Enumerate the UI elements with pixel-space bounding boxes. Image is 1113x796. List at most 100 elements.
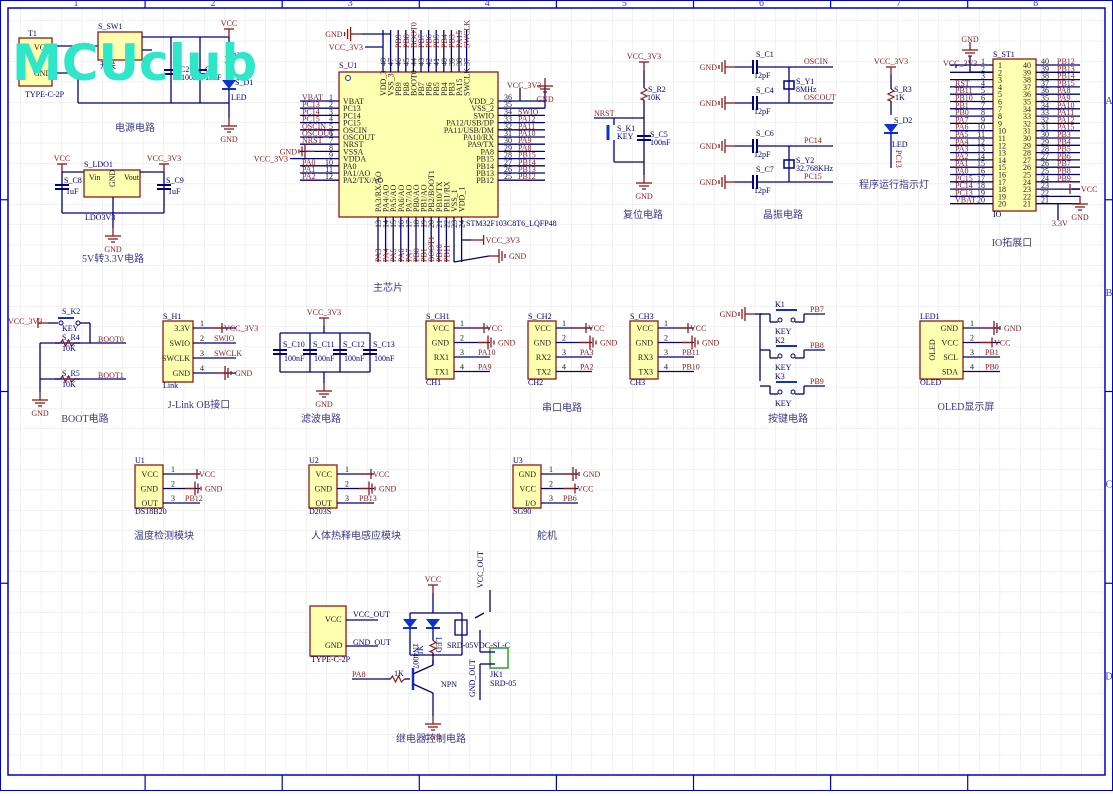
pin-number: 31 [504, 129, 512, 138]
net-label: PA7 [955, 115, 969, 124]
net-label: VBAT [302, 93, 323, 102]
pin-name: RX2 [536, 353, 551, 362]
pin-name: OSCOUT [343, 133, 375, 142]
terminal-ref: JK1 [490, 670, 503, 679]
net-label: PA6 [397, 249, 406, 263]
resistor-ref: S_R5 [62, 369, 80, 378]
diode-part: 1N4007 [411, 643, 420, 669]
pin-number: 2 [562, 334, 566, 343]
pin-inner-number: 28 [1023, 149, 1031, 158]
net-label: PA3 [955, 145, 969, 154]
pin-number: 5 [981, 86, 985, 95]
power-label: VCC [199, 470, 215, 479]
power-label: VCC [577, 485, 593, 494]
pin-name: GND [432, 339, 450, 348]
pin-number: 42 [425, 58, 434, 66]
power-label: VCC [425, 575, 441, 584]
pin-number: 7 [981, 101, 985, 110]
pin-number: 2 [664, 334, 668, 343]
net-label: PB4 [440, 34, 449, 48]
net-label: GND_OUT [468, 659, 477, 697]
net-label: PB8 [402, 34, 411, 48]
net-label: PA15 [455, 31, 464, 49]
pin-name: PC13 [343, 104, 361, 113]
cap-value: 1uF [168, 187, 181, 196]
gnd-label: GND [280, 147, 298, 156]
gnd-label: GND [104, 245, 122, 254]
uart-header-ch2 [527, 320, 557, 380]
resistor-symbol [639, 87, 649, 101]
net-label: PB0 [412, 248, 421, 262]
pin-name: PB1/AO [420, 184, 429, 212]
pin-name: GND [141, 485, 159, 494]
cap-ref: S_C5 [650, 130, 668, 139]
pin-number: 35 [504, 100, 512, 109]
pin-number: 3 [329, 107, 333, 116]
pin-number: 4 [664, 363, 668, 372]
pin-name: PA0 [343, 162, 357, 171]
pin-number: 3 [562, 348, 566, 357]
net-label: PB11 [955, 86, 973, 95]
switch-contact [58, 320, 64, 326]
net-label: PC13 [894, 150, 903, 168]
gnd-label: GND [379, 485, 397, 494]
ldo-regulator [83, 169, 141, 198]
pin-number: 30 [1041, 130, 1049, 139]
pin-number: 3 [345, 494, 349, 503]
pin-name: VSSA [343, 147, 364, 156]
pin-name: SWCLK [162, 354, 190, 363]
pin-number: 1 [970, 319, 974, 328]
pin-number: 33 [1041, 108, 1049, 117]
net-label: BOOT0 [409, 22, 418, 48]
pin-number: 3 [549, 494, 553, 503]
pin-name: SWCLK [463, 68, 472, 96]
wire [412, 683, 434, 694]
pin-number: 2 [200, 334, 204, 343]
column-label: 6 [759, 0, 764, 9]
pin-name: PB8 [402, 82, 411, 96]
pin-number: 20 [977, 196, 985, 205]
cap-value: 12pF [754, 107, 771, 116]
pin-name: VBAT [343, 97, 364, 106]
connector-type: TYPE-C-2P [311, 655, 351, 664]
mcu-stm32f103 [338, 71, 499, 218]
pin-name: VCC [433, 324, 449, 333]
net-label: PB8 [1057, 167, 1071, 176]
oled-display-header [919, 320, 964, 380]
net-label: PA4 [955, 137, 969, 146]
pin-name: PA3/RX/AO [374, 171, 383, 212]
gnd-label: GND [961, 35, 979, 44]
pin-name: VSS_3 [387, 73, 396, 96]
pin-inner-number: 37 [1023, 83, 1031, 92]
net-label: PB5 [1057, 145, 1071, 154]
net-label: SWIO [214, 334, 235, 343]
pin-number: 45 [402, 58, 411, 66]
net-label: SWCLK [463, 20, 472, 48]
net-label: PB9 [1057, 174, 1071, 183]
pin-name: VCC [142, 470, 158, 479]
gnd-label: GND [600, 339, 618, 348]
pin-number: 15 [389, 220, 398, 228]
net-label: PA12 [1057, 115, 1075, 124]
pin-number: 25 [504, 172, 512, 181]
pin-name: PA6/AO [397, 185, 406, 212]
gnd-label: GND [635, 192, 653, 201]
pin-name: PA7/AO [404, 185, 413, 212]
gnd-label: GND [424, 733, 442, 742]
pin-name: BOOT0 [409, 70, 418, 96]
column-label: 8 [1033, 0, 1038, 9]
pin-inner-number: 18 [998, 185, 1006, 194]
section-title-boot: BOOT电路 [61, 412, 108, 425]
wire [453, 255, 490, 263]
net-label: PB13 [518, 165, 536, 174]
gnd-label: GND [536, 95, 554, 104]
net-label: PC14 [302, 107, 320, 116]
net-label: PA8 [1057, 86, 1071, 95]
pin-inner-number: 16 [998, 171, 1006, 180]
gnd-label: GND [498, 339, 516, 348]
key-contact [790, 389, 796, 395]
net-label: PB7 [1057, 159, 1071, 168]
uart-ref: S_CH2 [528, 312, 552, 321]
key-ref: K1 [775, 300, 785, 309]
